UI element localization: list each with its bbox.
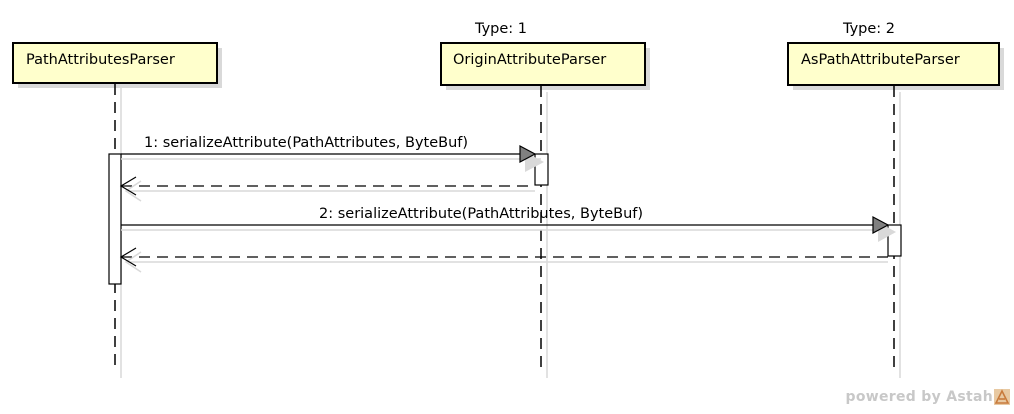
- lifeline-stereotype: Type: 1: [474, 21, 527, 37]
- message-label: 2: serializeAttribute(PathAttributes, By…: [319, 206, 643, 222]
- open-arrowhead-shadow: [124, 251, 142, 273]
- lifeline-head-box[interactable]: [12, 42, 218, 84]
- lifeline-name: AsPathAttributeParser: [801, 52, 960, 68]
- lifeline-head-box[interactable]: [787, 42, 1000, 86]
- filled-arrowhead: [872, 216, 890, 234]
- lifeline-name: PathAttributesParser: [26, 52, 175, 68]
- astah-watermark: powered by Astah: [846, 388, 1010, 406]
- message-3-call[interactable]: 2: serializeAttribute(PathAttributes, By…: [121, 206, 896, 242]
- open-arrowhead: [119, 247, 137, 267]
- watermark-text: powered by Astah: [845, 389, 993, 405]
- lifeline-aspath-attribute-parser[interactable]: Type: 2 AsPathAttributeParser: [787, 21, 1004, 378]
- open-arrowhead-shadow: [124, 180, 142, 202]
- message-label: 1: serializeAttribute(PathAttributes, By…: [144, 135, 468, 151]
- lifeline-origin-attribute-parser[interactable]: Type: 1 OriginAttributeParser: [440, 21, 650, 378]
- lifeline-name: OriginAttributeParser: [453, 52, 606, 68]
- lifeline-head-box[interactable]: [440, 42, 646, 86]
- filled-arrowhead: [519, 145, 537, 163]
- activation-bar: [108, 153, 122, 285]
- open-arrowhead: [119, 176, 137, 196]
- astah-logo-icon: [994, 389, 1010, 405]
- lifeline-path-attributes-parser[interactable]: PathAttributesParser: [12, 42, 222, 378]
- message-1-call[interactable]: 1: serializeAttribute(PathAttributes, By…: [121, 135, 544, 172]
- message-4-return[interactable]: [119, 247, 888, 273]
- lifeline-stereotype: Type: 2: [842, 21, 895, 37]
- message-2-return[interactable]: [119, 176, 535, 202]
